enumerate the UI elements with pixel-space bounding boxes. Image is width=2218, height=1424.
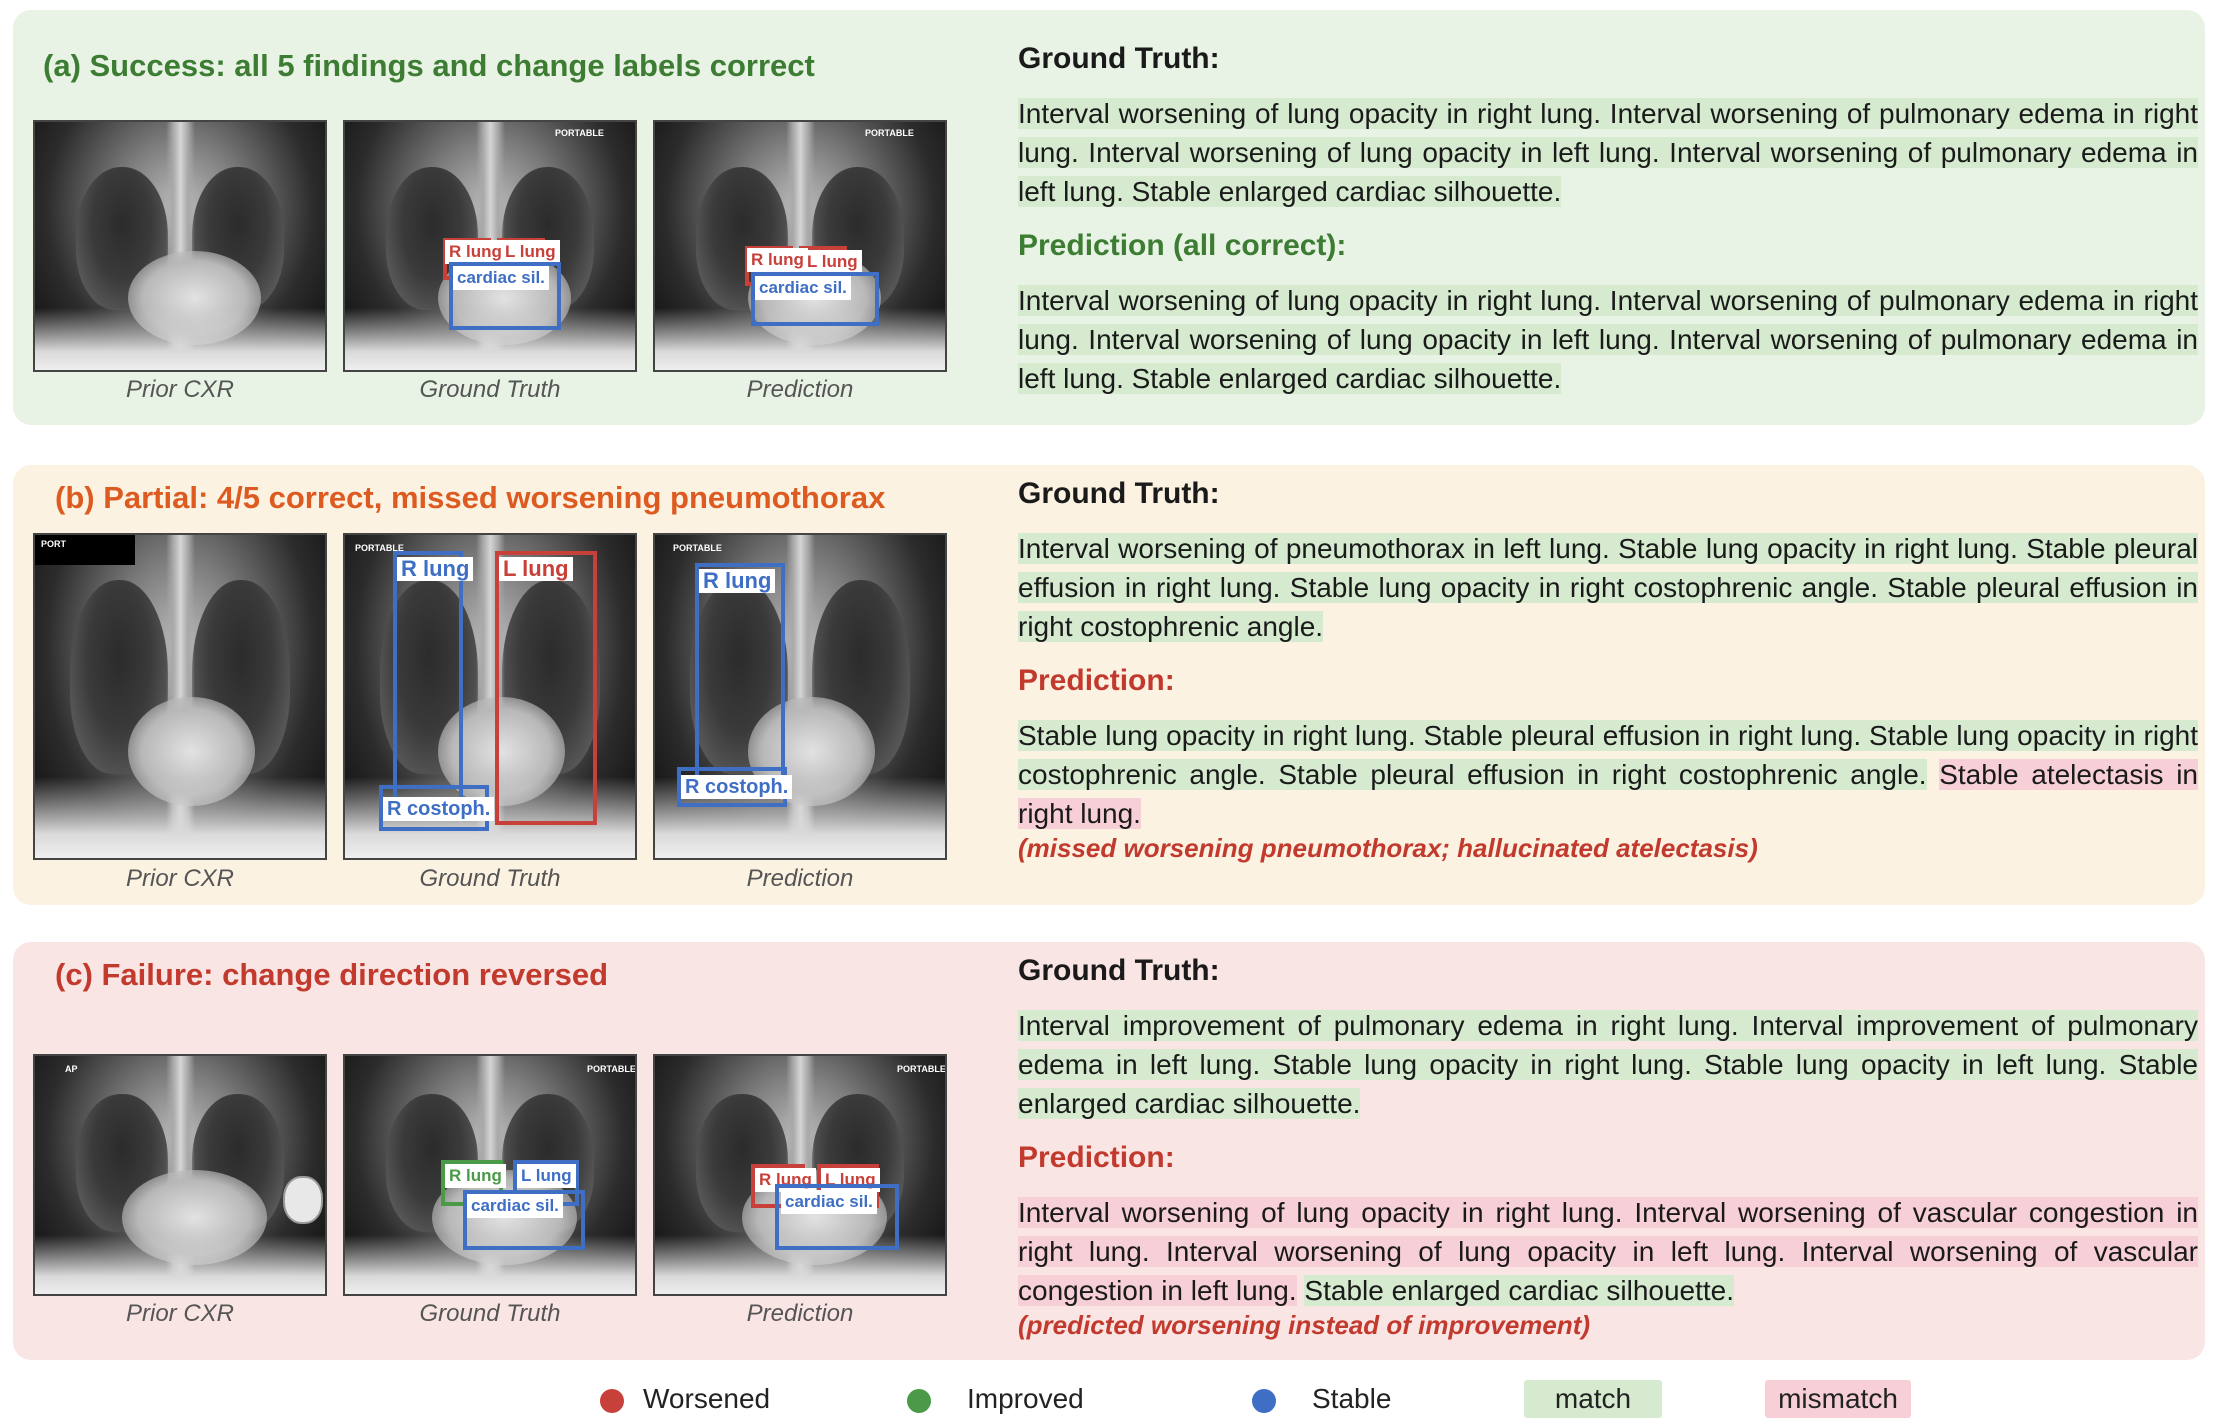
label-r-lung: R lung bbox=[445, 240, 506, 264]
gt-text: Interval worsening of lung opacity in ri… bbox=[1018, 94, 2198, 211]
gt-heading: Ground Truth: bbox=[1018, 477, 1220, 510]
panel-title: (c) Failure: change direction reversed bbox=[55, 957, 609, 992]
match-span: Interval worsening of lung opacity in ri… bbox=[1018, 98, 2198, 207]
text-column: Ground Truth: Interval improvement of pu… bbox=[1018, 954, 2198, 1341]
match-span: Interval worsening of lung opacity in ri… bbox=[1018, 285, 2198, 394]
panel-title: (a) Success: all 5 findings and change l… bbox=[43, 48, 815, 83]
legend-match: match bbox=[1524, 1380, 1662, 1418]
label-l-lung: L lung bbox=[803, 250, 862, 274]
error-note: (predicted worsening instead of improvem… bbox=[1018, 1310, 1591, 1340]
legend-stable: Stable bbox=[1312, 1383, 1392, 1414]
caption-prior: Prior CXR bbox=[125, 376, 234, 403]
image-row: PORT Prior CXR PORTABLE R lung L lung R … bbox=[33, 533, 953, 892]
prediction-text: Interval worsening of lung opacity in ri… bbox=[1018, 1193, 2198, 1310]
match-span: Interval worsening of pneumothorax in le… bbox=[1018, 533, 2198, 642]
caption-prediction: Prediction bbox=[746, 865, 854, 892]
improved-dot-icon bbox=[907, 1389, 931, 1413]
legend-mismatch: mismatch bbox=[1765, 1380, 1911, 1418]
caption-ground-truth: Ground Truth bbox=[419, 1300, 561, 1327]
stable-dot-icon bbox=[1252, 1389, 1276, 1413]
caption-ground-truth: Ground Truth bbox=[419, 376, 561, 403]
label-r-lung: R lung bbox=[747, 248, 808, 272]
caption-prior: Prior CXR bbox=[125, 1300, 234, 1327]
caption-prediction: Prediction bbox=[746, 1300, 854, 1327]
bbox-cardiac bbox=[775, 1184, 899, 1250]
label-r-lung: R lung bbox=[397, 557, 474, 581]
ground-truth-image: PORTABLE R lung L lung R costoph. bbox=[343, 533, 637, 860]
prior-cxr-image: PORT bbox=[33, 533, 327, 860]
legend: Worsened Improved Stable match mismatch bbox=[0, 1380, 2218, 1424]
gt-heading: Ground Truth: bbox=[1018, 42, 1220, 75]
label-l-lung: L lung bbox=[517, 1164, 576, 1188]
legend-improved: Improved bbox=[967, 1383, 1084, 1414]
ground-truth-image: PORTABLE R lung L lung cardiac sil. bbox=[343, 1054, 637, 1296]
prediction-heading: Prediction: bbox=[1018, 664, 1175, 697]
port-tag: PORT bbox=[41, 539, 67, 549]
legend-worsened: Worsened bbox=[643, 1383, 771, 1414]
portable-tag: PORTABLE bbox=[555, 128, 604, 138]
panel-title: (b) Partial: 4/5 correct, missed worseni… bbox=[55, 480, 886, 515]
caption-prediction: Prediction bbox=[746, 376, 854, 403]
portable-tag: PORTABLE bbox=[587, 1064, 636, 1074]
panel-partial: (b) Partial: 4/5 correct, missed worseni… bbox=[13, 465, 2205, 905]
text-column: Ground Truth: Interval worsening of lung… bbox=[1018, 42, 2198, 398]
prediction-image: PORTABLE R lung R costoph. bbox=[653, 533, 947, 860]
label-l-lung: L lung bbox=[501, 240, 560, 264]
portable-tag: PORTABLE bbox=[865, 128, 914, 138]
prediction-heading: Prediction (all correct): bbox=[1018, 229, 1347, 262]
label-cardiac: cardiac sil. bbox=[453, 266, 549, 290]
label-cardiac: cardiac sil. bbox=[755, 276, 851, 300]
bbox-cardiac bbox=[449, 262, 561, 330]
prediction-text: Stable lung opacity in right lung. Stabl… bbox=[1018, 716, 2198, 833]
label-r-costoph: R costoph. bbox=[681, 775, 793, 799]
ap-tag: AP bbox=[65, 1064, 78, 1074]
bbox-cardiac bbox=[751, 272, 879, 326]
label-l-lung: L lung bbox=[499, 557, 573, 581]
caption-ground-truth: Ground Truth bbox=[419, 865, 561, 892]
match-span: Stable enlarged cardiac silhouette. bbox=[1304, 1275, 1735, 1306]
label-cardiac: cardiac sil. bbox=[467, 1194, 563, 1218]
gt-text: Interval improvement of pulmonary edema … bbox=[1018, 1006, 2198, 1123]
bbox-r-lung bbox=[393, 551, 463, 801]
prediction-image: PORTABLE R lung L lung cardiac sil. bbox=[653, 120, 947, 372]
prior-cxr-image: AP bbox=[33, 1054, 327, 1296]
label-cardiac: cardiac sil. bbox=[781, 1190, 877, 1214]
worsened-dot-icon bbox=[600, 1389, 624, 1413]
prior-cxr-image bbox=[33, 120, 327, 372]
portable-tag: PORTABLE bbox=[673, 543, 722, 553]
image-row: Prior CXR PORTABLE R lung L lung cardiac… bbox=[33, 120, 953, 420]
gt-text: Interval worsening of pneumothorax in le… bbox=[1018, 529, 2198, 646]
ground-truth-image: PORTABLE R lung L lung cardiac sil. bbox=[343, 120, 637, 372]
prediction-text: Interval worsening of lung opacity in ri… bbox=[1018, 281, 2198, 398]
bbox-l-lung bbox=[495, 551, 597, 825]
match-span: Interval improvement of pulmonary edema … bbox=[1018, 1010, 2198, 1119]
prediction-heading: Prediction: bbox=[1018, 1141, 1175, 1174]
label-r-lung: R lung bbox=[699, 569, 776, 593]
text-column: Ground Truth: Interval worsening of pneu… bbox=[1018, 477, 2198, 864]
gt-heading: Ground Truth: bbox=[1018, 954, 1220, 987]
label-r-lung: R lung bbox=[755, 1168, 816, 1192]
prediction-image: PORTABLE R lung L lung cardiac sil. bbox=[653, 1054, 947, 1296]
panel-success: (a) Success: all 5 findings and change l… bbox=[13, 10, 2205, 425]
portable-tag: PORTABLE bbox=[897, 1064, 946, 1074]
mismatch-span: Interval worsening of lung opacity in ri… bbox=[1018, 1197, 2198, 1306]
bbox-cardiac bbox=[463, 1190, 585, 1250]
error-note: (missed worsening pneumothorax; hallucin… bbox=[1018, 833, 1758, 863]
portable-tag: PORTABLE bbox=[355, 543, 404, 553]
image-row: AP Prior CXR PORTABLE R lung L lung card… bbox=[33, 1054, 953, 1354]
label-r-costoph: R costoph. bbox=[383, 797, 495, 821]
panel-failure: (c) Failure: change direction reversed A… bbox=[13, 942, 2205, 1360]
label-r-lung: R lung bbox=[445, 1164, 506, 1188]
bbox-r-lung bbox=[695, 563, 785, 793]
caption-prior: Prior CXR bbox=[125, 865, 234, 892]
